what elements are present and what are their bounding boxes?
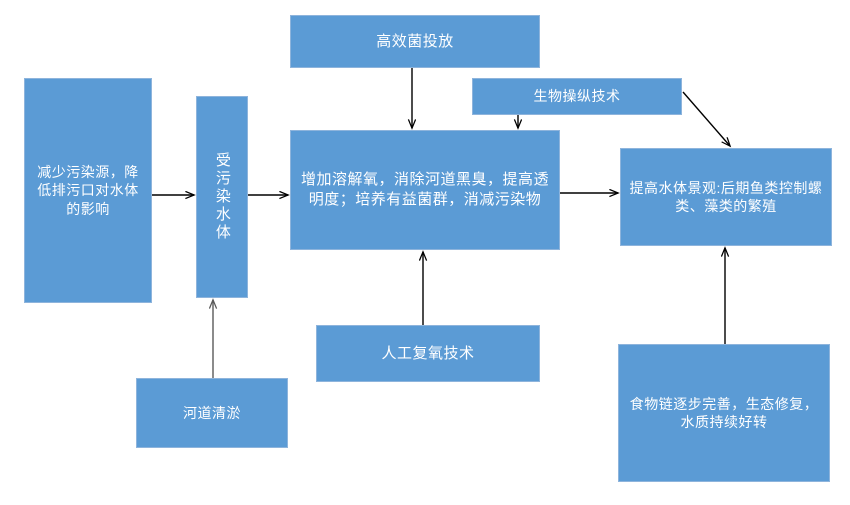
- flowchart-edge-biomanip-to-landscape: [682, 91, 730, 146]
- flowchart-node-label: 减少污染源，降低排污口对水体的影响: [37, 163, 139, 217]
- flowchart-node-label: 提高水体景观:后期鱼类控制螺类、藻类的繁殖: [629, 179, 823, 214]
- flowchart-node-increase-oxygen[interactable]: 增加溶解氧，消除河道黑臭，提高透明度；培养有益菌群，消减污染物: [290, 130, 560, 250]
- flowchart-node-efficient-bacteria[interactable]: 高效菌投放: [290, 15, 540, 68]
- flowchart-node-biomanipulation[interactable]: 生物操纵技术: [472, 78, 682, 115]
- flowchart-node-label: 生物操纵技术: [533, 88, 621, 105]
- flowchart-node-reduce-source[interactable]: 减少污染源，降低排污口对水体的影响: [24, 78, 152, 303]
- flowchart-node-label: 食物链逐步完善，生态修复，水质持续好转: [629, 395, 819, 430]
- flowchart-node-label: 高效菌投放: [376, 32, 454, 50]
- flowchart-node-label: 增加溶解氧，消除河道黑臭，提高透明度；培养有益菌群，消减污染物: [300, 171, 549, 208]
- flowchart-node-label: 河道清淤: [183, 404, 241, 421]
- flowchart-node-improve-landscape[interactable]: 提高水体景观:后期鱼类控制螺类、藻类的繁殖: [620, 148, 832, 246]
- flowchart-node-artificial-reoxygenation[interactable]: 人工复氧技术: [316, 325, 540, 382]
- flowchart-node-label: 人工复氧技术: [381, 344, 475, 362]
- flowchart-node-polluted-water[interactable]: 受污染水体: [196, 96, 248, 298]
- flowchart-node-river-dredging[interactable]: 河道清淤: [136, 378, 288, 448]
- flowchart-node-food-chain[interactable]: 食物链逐步完善，生态修复，水质持续好转: [618, 344, 830, 482]
- flowchart-node-label: 受污染水体: [213, 152, 231, 242]
